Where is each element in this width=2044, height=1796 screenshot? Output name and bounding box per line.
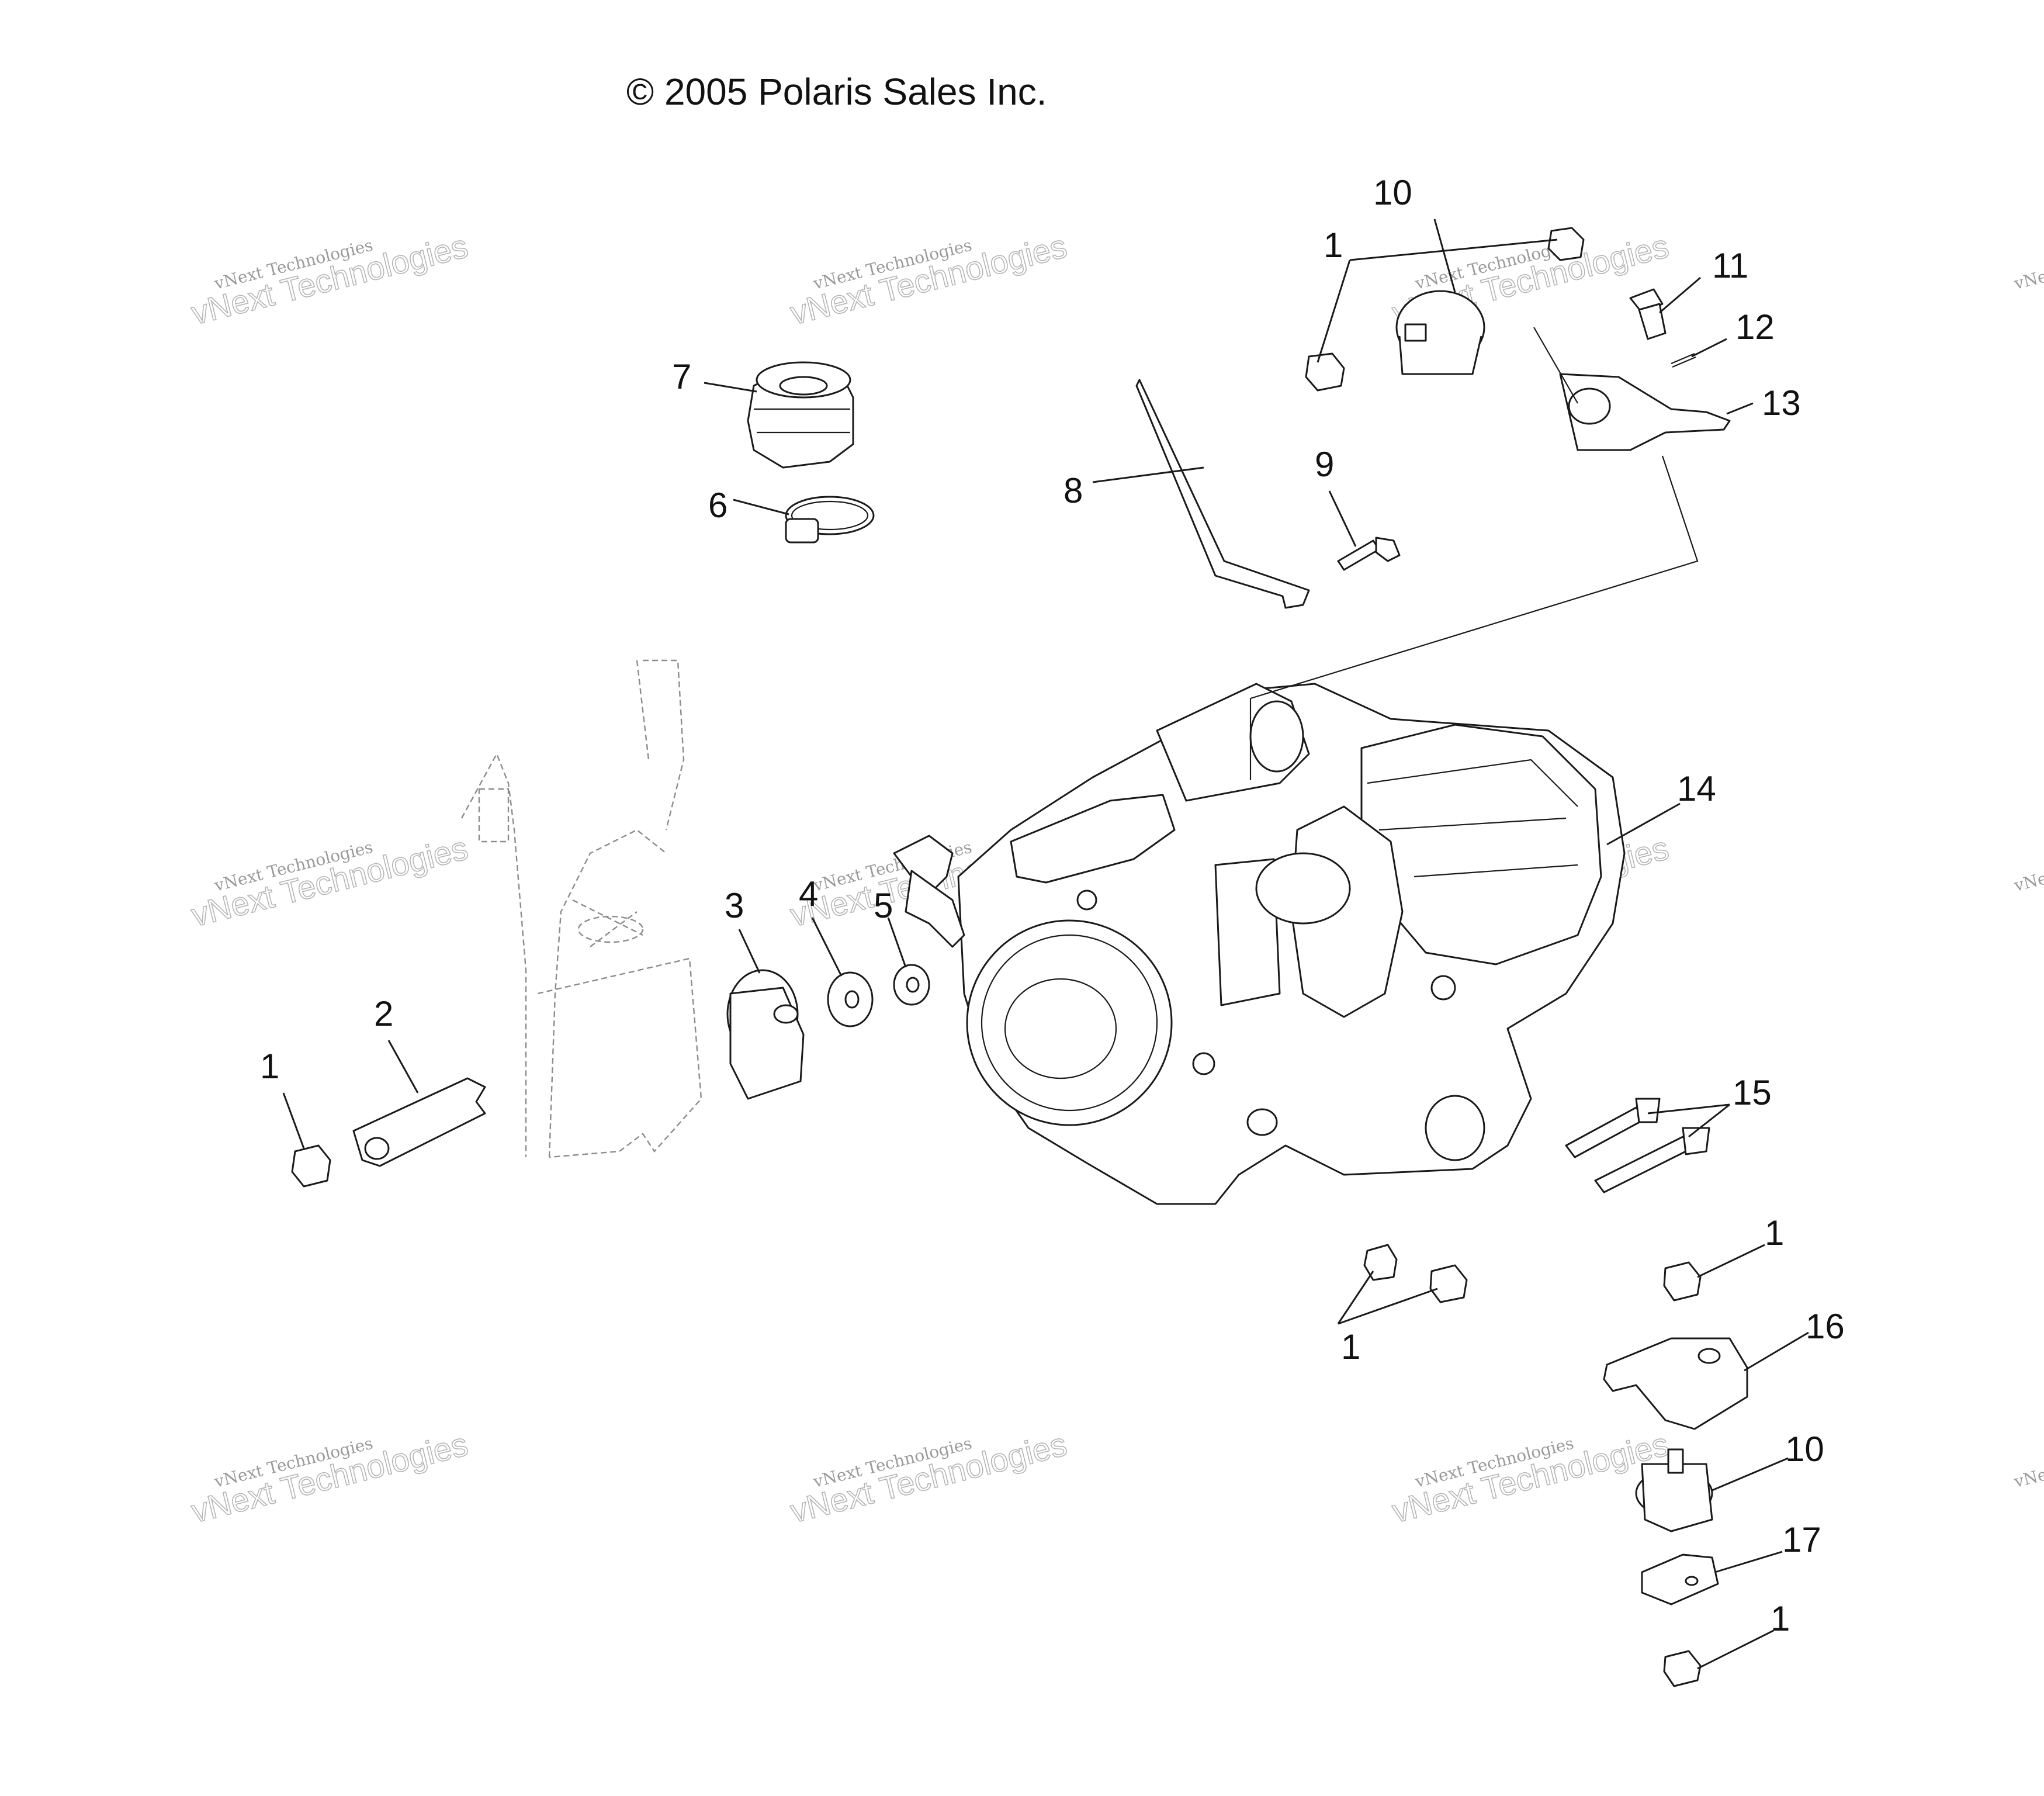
watermark: vNext Technologies vNext Technologies bbox=[187, 1425, 472, 1530]
bolt-9 bbox=[1337, 537, 1401, 571]
flange-nut bbox=[1663, 1261, 1702, 1302]
callout-14: 14 bbox=[1677, 769, 1716, 808]
callout-6: 6 bbox=[708, 486, 727, 525]
washer-bracket-17 bbox=[1641, 1553, 1719, 1605]
bolt-11 bbox=[1629, 288, 1667, 340]
flange-nut bbox=[1363, 1244, 1398, 1281]
cotter-pin bbox=[1671, 352, 1696, 368]
mount-bracket-16 bbox=[1603, 1337, 1748, 1430]
callout-10: 10 bbox=[1785, 1430, 1824, 1469]
callout-17: 17 bbox=[1782, 1520, 1821, 1559]
callout-1: 1 bbox=[1341, 1327, 1360, 1366]
watermark: vNext Technologies vNext Technologies bbox=[786, 1425, 1070, 1530]
flange-nut bbox=[1429, 1264, 1468, 1303]
engine-assembly bbox=[893, 683, 1626, 1205]
intake-boot bbox=[747, 361, 854, 469]
callout-4: 4 bbox=[799, 874, 818, 913]
flange-nut bbox=[291, 1144, 331, 1188]
watermark: vNext Technologies vNext Technologies bbox=[187, 227, 472, 332]
callout-3: 3 bbox=[725, 886, 744, 925]
watermark: vNext Technologies bbox=[2012, 235, 2044, 293]
callout-2: 2 bbox=[374, 994, 393, 1033]
vehicle-frame-outline bbox=[460, 659, 702, 1158]
watermark-text: vNext Technologies bbox=[2012, 837, 2044, 895]
washer-5 bbox=[893, 964, 930, 1006]
washer-4 bbox=[827, 971, 874, 1027]
rubber-mount-top bbox=[1395, 290, 1485, 375]
callout-12: 12 bbox=[1735, 307, 1775, 347]
callout-15: 15 bbox=[1733, 1073, 1772, 1112]
callout-9: 9 bbox=[1315, 445, 1334, 484]
leader-lines bbox=[282, 219, 1809, 1670]
rubber-mount-3 bbox=[726, 969, 805, 1100]
callout-13: 13 bbox=[1762, 383, 1801, 423]
rubber-mount-bottom bbox=[1635, 1448, 1713, 1532]
watermark: vNext Technologies bbox=[2012, 837, 2044, 895]
copyright-text: © 2005 Polaris Sales Inc. bbox=[626, 71, 1047, 113]
callout-16: 16 bbox=[1806, 1307, 1845, 1346]
callout-1: 1 bbox=[1765, 1213, 1784, 1252]
bolt-15 bbox=[1565, 1098, 1661, 1158]
mount-bracket bbox=[1559, 373, 1731, 451]
watermark: vNext Technologies bbox=[2012, 1433, 2044, 1492]
callout-7: 7 bbox=[672, 357, 691, 396]
callout-8: 8 bbox=[1063, 471, 1083, 510]
callout-1: 1 bbox=[1324, 226, 1343, 265]
hose-clamp bbox=[785, 496, 875, 544]
breather-rod bbox=[1135, 379, 1310, 609]
bolt-15 bbox=[1594, 1127, 1710, 1193]
watermark: vNext Technologies vNext Technologies bbox=[786, 227, 1070, 332]
flange-nut bbox=[1547, 227, 1585, 261]
callout-10: 10 bbox=[1373, 173, 1412, 212]
callout-labels: 1 10 11 12 13 7 6 8 9 14 3 4 5 2 1 15 1 … bbox=[260, 173, 1845, 1638]
watermark: vNext Technologies vNext Technologies bbox=[1388, 1425, 1672, 1530]
callout-5: 5 bbox=[874, 886, 893, 925]
watermark-text: vNext Technologies bbox=[2012, 1433, 2044, 1492]
callout-1: 1 bbox=[260, 1047, 279, 1086]
watermark-text: vNext Technologies bbox=[2012, 235, 2044, 293]
flange-nut bbox=[1663, 1650, 1702, 1687]
flange-nut bbox=[1305, 352, 1345, 392]
callout-1: 1 bbox=[1771, 1599, 1790, 1638]
bracket-plate-2 bbox=[352, 1077, 486, 1167]
watermark: vNext Technologies vNext Technologies bbox=[187, 829, 472, 934]
callout-11: 11 bbox=[1712, 246, 1748, 285]
